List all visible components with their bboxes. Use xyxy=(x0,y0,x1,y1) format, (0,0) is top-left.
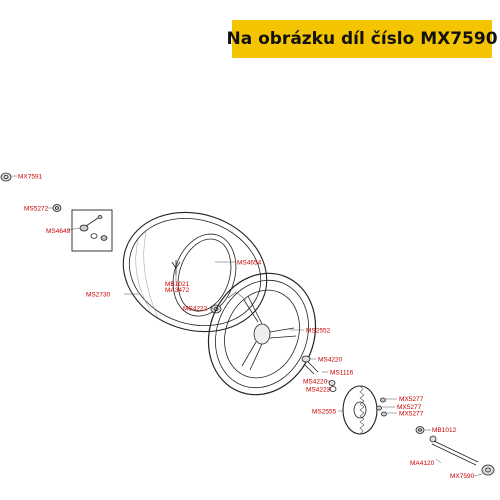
label-ms4220-b: MS4220 xyxy=(303,379,328,386)
label-ms4649: MS4649 xyxy=(46,228,71,235)
label-mx7590: MX7590 xyxy=(450,473,475,480)
label-ms1116: MS1116 xyxy=(330,370,354,377)
label-ms2730: MS2730 xyxy=(86,292,111,299)
nut-ms5272[interactable] xyxy=(52,204,62,212)
leader-lines xyxy=(12,175,483,477)
label-ma3472: MA3472 xyxy=(165,287,190,294)
axle-ma4120[interactable] xyxy=(429,435,479,466)
part-number-banner: Na obrázku díl číslo MX7590 xyxy=(226,20,498,58)
axle-nut-mx7590[interactable] xyxy=(481,464,495,476)
label-mb1012: MB1012 xyxy=(432,427,457,434)
label-ms4654: MS4654 xyxy=(237,260,262,267)
valve-kit-ms4649[interactable] xyxy=(71,209,113,252)
tyre-ms2730[interactable] xyxy=(108,194,283,349)
brake-disc-ms2555[interactable] xyxy=(342,385,378,435)
label-ma4120: MA4120 xyxy=(410,460,435,467)
label-ms2552: MS2552 xyxy=(306,328,331,335)
label-mb1021: MB1021 xyxy=(165,281,190,288)
tyre-tread xyxy=(135,231,159,319)
label-ms4220-a: MS4220 xyxy=(318,357,343,364)
label-mx7591: MX7591 xyxy=(18,174,43,181)
washer-mb1012[interactable] xyxy=(415,426,425,434)
banner-text: Na obrázku díl číslo MX7590 xyxy=(226,29,498,49)
label-ms2555: MS2555 xyxy=(312,409,337,416)
disc-bolts-mx5277[interactable] xyxy=(376,397,387,417)
label-ms5272: MS5272 xyxy=(24,206,49,213)
valve-stem[interactable] xyxy=(171,260,181,275)
label-mx5277-c: MX5277 xyxy=(399,411,424,418)
nut-mx7591[interactable] xyxy=(0,172,12,182)
rim-ms2552[interactable] xyxy=(191,257,334,411)
label-ms4223: MS4223 xyxy=(306,387,331,394)
label-ms4222: MS4222 xyxy=(183,306,208,313)
label-mx5277-a: MX5277 xyxy=(399,396,424,403)
label-mx5277-b: MX5277 xyxy=(397,404,422,411)
